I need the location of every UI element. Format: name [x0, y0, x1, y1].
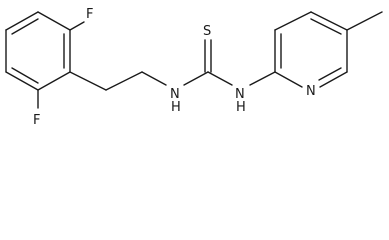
pyridine-ring	[274, 11, 348, 88]
nh-right-n: N	[235, 87, 245, 102]
bond-nh-c	[183, 71, 209, 86]
bond	[37, 11, 71, 31]
pyridine-nitrogen-atom: N	[306, 84, 316, 99]
bond-c-f-top	[69, 21, 85, 31]
double-bond-inner	[318, 67, 342, 81]
bond-ch2-ch2	[105, 71, 143, 91]
bond-c-nh	[207, 71, 233, 86]
nh-right-label: N H	[235, 87, 249, 115]
bond	[274, 11, 312, 31]
benzene-ring	[5, 11, 71, 91]
bond	[5, 11, 39, 31]
bond	[274, 71, 303, 88]
fluorine-atom-top: F	[86, 7, 93, 22]
nh-left-h: H	[171, 100, 181, 115]
double-bond-inner	[11, 18, 39, 35]
bond-ch2-nh	[141, 71, 167, 86]
bond	[310, 11, 348, 31]
bond	[319, 71, 348, 88]
bond-ring-ch2	[69, 71, 107, 91]
bond	[37, 71, 71, 91]
double-bond-inner	[11, 67, 39, 84]
bond	[5, 71, 39, 91]
nh-left-label: N H	[170, 87, 184, 115]
bond-methyl	[346, 11, 383, 31]
bond-nh-pyridine	[249, 71, 276, 86]
double-bond-inner	[310, 18, 342, 35]
nh-right-h: H	[236, 100, 246, 115]
sulfur-atom: S	[203, 24, 211, 39]
fluorine-atom-bottom: F	[33, 113, 40, 128]
structure-diagram: F F N H S N H N	[5, 7, 383, 128]
nh-left-n: N	[170, 87, 180, 102]
